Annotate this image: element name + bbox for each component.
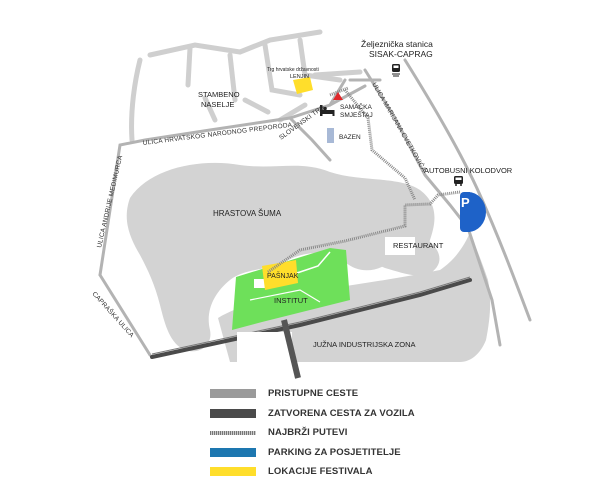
closed-road [150,278,472,359]
autobusni-label: AUTOBUSNI KOLODVOR [424,166,513,175]
ulica-andrije-label: ULICA ANDRIJE MEDIMURCA [96,154,124,248]
bed-icon [320,105,335,116]
legend-swatch-fastest-routes [210,430,256,435]
legend-row-festival: LOKACIJE FESTIVALA [210,462,470,482]
trg-label: Trg hrvatske državnosti [267,67,319,73]
legend-swatch-closed-road [210,408,256,418]
tent-icon [333,92,343,100]
hrastova-label: HRASTOVA ŠUMA [213,209,282,218]
stambeno-label: STAMBENO [198,90,240,99]
institut-area [232,248,350,330]
legend-label: LOKACIJE FESTIVALA [268,466,373,478]
lenjin-location [293,77,313,94]
festival-map: P Željeznička stanica SISAK-CAPRAG STAMB… [91,29,532,379]
legend-row-access-roads: PRISTUPNE CESTE [210,384,470,404]
access-roads [98,58,532,357]
map-legend: PRISTUPNE CESTE ZATVORENA CESTA ZA VOZIL… [210,384,470,482]
samacka-label: SAMAČKA [340,102,372,111]
smjestaj-label: SMJEŠTAJ [340,110,373,119]
station-name-label: SISAK-CAPRAG [369,49,433,59]
parking-icon[interactable] [468,192,486,232]
legend-label: PARKING ZA POSJETITELJE [268,446,401,458]
juzna-label: JUŽNA INDUSTRIJSKA ZONA [313,340,416,349]
institut-label: INSTITUT [274,296,308,305]
institut-building [254,279,268,288]
legend-row-parking: PARKING ZA POSJETITELJE [210,443,470,463]
legend-label: PRISTUPNE CESTE [268,388,359,400]
restaurant-label: RESTAURANT [393,241,444,250]
train-icon [392,64,400,77]
legend-label: ZATVORENA CESTA ZA VOZILA [268,407,415,419]
station-label: Željeznička stanica [361,39,433,49]
fastest-routes [267,86,461,274]
ulica-hnp-label: ULICA HRVATSKOG NARODNOG PREPORODA [142,122,293,147]
parking-icon-shape [460,192,470,232]
parking-sign: P [461,195,470,210]
institut-path-2 [249,289,321,303]
lenjin-label: LENJIN [290,74,309,80]
residential-streets [129,29,363,143]
industrial-buildings [237,237,415,379]
closed-road-inner [151,276,471,355]
bazen-icon [327,128,334,143]
legend-swatch-parking [210,447,256,457]
legend-swatch-festival [210,467,256,477]
pasnjak-label: PAŠNJAK [267,271,299,280]
legend-row-fastest-routes: NAJBRŽI PUTEVI [210,423,470,443]
bus-icon [454,176,463,186]
legend-label: NAJBRŽI PUTEVI [268,427,348,439]
legend-swatch-access-roads [210,389,256,399]
ulica-marijana-label: ULICA MARIJANA CVETKOVIĆA [370,81,429,174]
bazen-label: BAZEN [339,134,361,141]
festival-locations [262,77,313,290]
legend-row-closed-road: ZATVORENA CESTA ZA VOZILA [210,404,470,424]
naselje-label: NASELJE [201,100,234,109]
pasnjak-location [262,260,298,290]
